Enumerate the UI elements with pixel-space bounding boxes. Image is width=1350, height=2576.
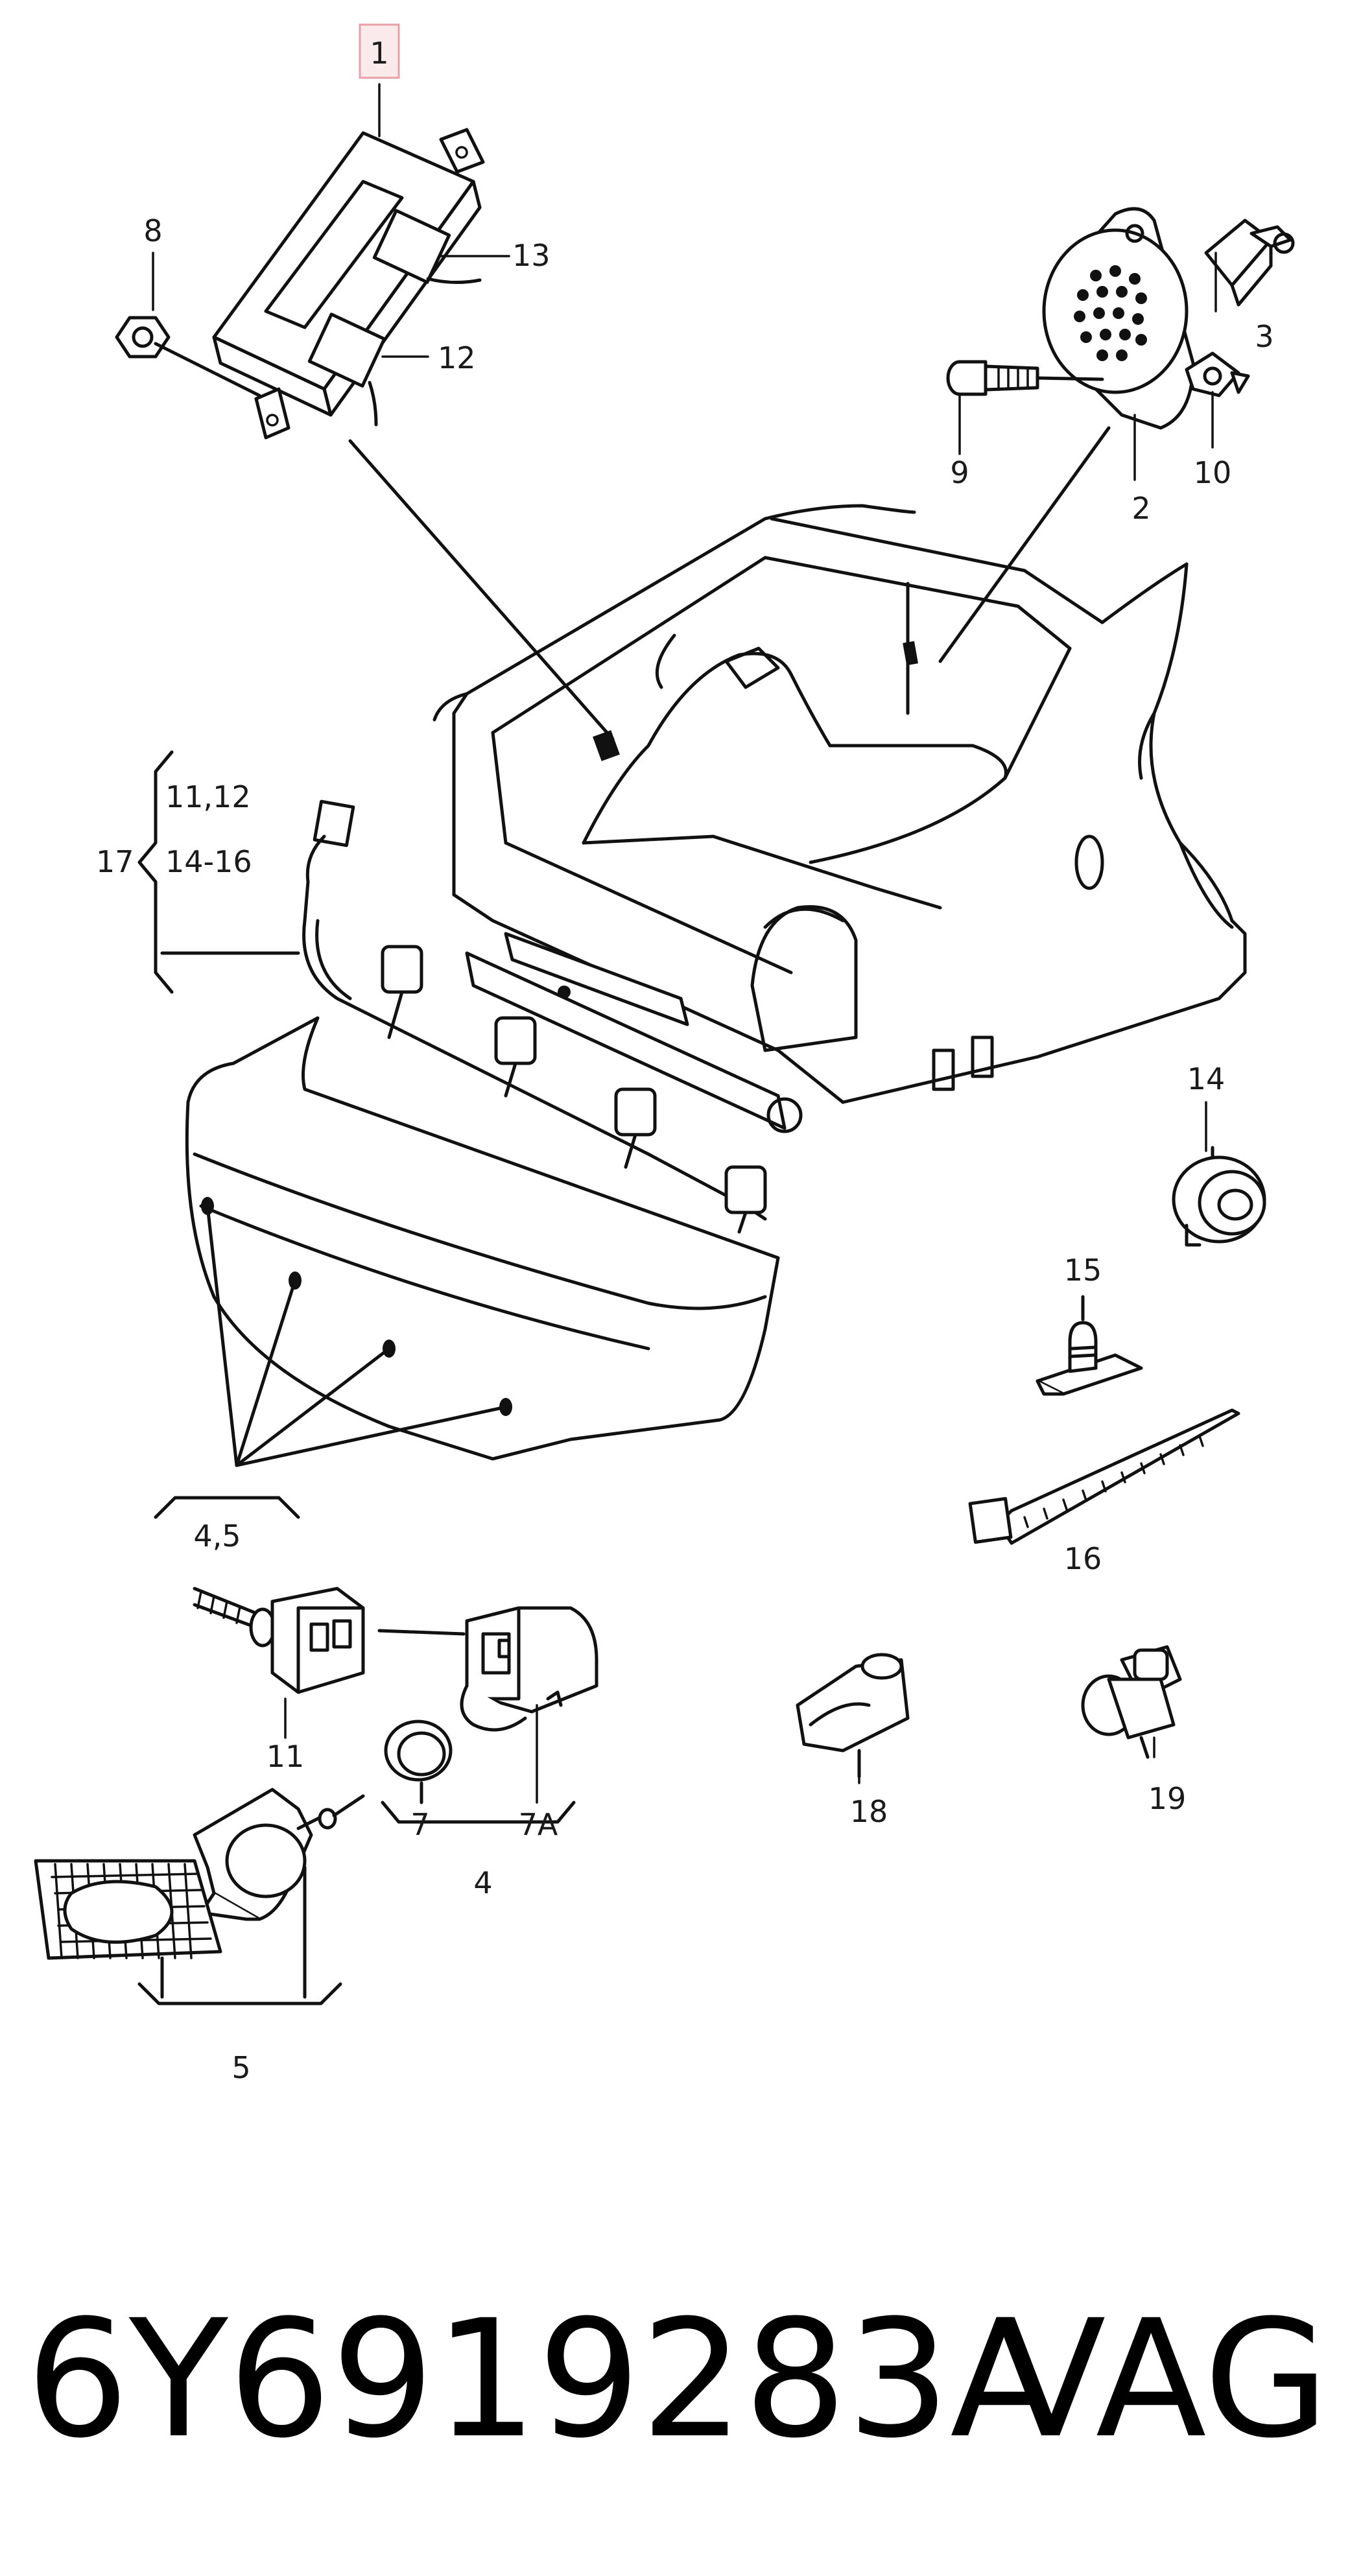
grommet-part-14 bbox=[1172, 1146, 1266, 1247]
wiring-harness-part-17 bbox=[302, 799, 767, 1234]
bolt-part-9 bbox=[946, 360, 1104, 396]
callout-14-16[interactable]: 14-16 bbox=[165, 844, 252, 879]
callout-3[interactable]: 3 bbox=[1255, 319, 1273, 354]
bracket-5 bbox=[137, 1982, 342, 2005]
rear-bumper bbox=[185, 1016, 780, 1467]
part-caption: 6Y6919283A VAG bbox=[26, 2282, 1329, 2477]
harness-connector-a bbox=[381, 945, 423, 1039]
callout-18[interactable]: 18 bbox=[850, 1794, 888, 1829]
callout-8[interactable]: 8 bbox=[143, 213, 162, 248]
callout-15[interactable]: 15 bbox=[1064, 1253, 1102, 1288]
callout-11-12[interactable]: 11,12 bbox=[165, 779, 251, 814]
buzzer-part-2 bbox=[938, 207, 1195, 663]
callout-4-5[interactable]: 4,5 bbox=[193, 1518, 241, 1554]
buzzer-grille bbox=[1074, 265, 1147, 361]
callout-11[interactable]: 11 bbox=[266, 1739, 305, 1774]
callout-1[interactable]: 1 bbox=[370, 36, 388, 71]
callout-9[interactable]: 9 bbox=[950, 455, 969, 490]
speed-nut-part-10 bbox=[1185, 351, 1250, 397]
callout-10[interactable]: 10 bbox=[1194, 455, 1232, 490]
callout-16[interactable]: 16 bbox=[1064, 1541, 1102, 1576]
bracket-4-5 bbox=[154, 1496, 300, 1519]
bracket-17 bbox=[137, 750, 174, 994]
housing-part-7a bbox=[377, 1606, 598, 1732]
connector-part-11 bbox=[193, 1587, 365, 1694]
highlight-box-part-1 bbox=[359, 23, 400, 79]
callout-7[interactable]: 7 bbox=[410, 1807, 429, 1842]
clip-part-18 bbox=[796, 1653, 910, 1778]
adhesive-pad-part-5 bbox=[34, 1859, 222, 1960]
car-body bbox=[348, 439, 1247, 1133]
callout-labels: 1 13 12 8 3 9 10 2 11,12 17 14-16 14 15 … bbox=[96, 36, 1274, 2085]
callout-14[interactable]: 14 bbox=[1187, 1061, 1226, 1096]
clip-part-19 bbox=[1081, 1645, 1182, 1759]
leader-lines bbox=[152, 83, 1217, 1804]
harness-connector-b bbox=[494, 1016, 537, 1098]
callout-2[interactable]: 2 bbox=[1131, 491, 1150, 526]
callout-17[interactable]: 17 bbox=[96, 844, 134, 879]
bracket-4 bbox=[381, 1801, 576, 1824]
cable-tie-part-16 bbox=[968, 1408, 1240, 1545]
callout-19[interactable]: 19 bbox=[1148, 1781, 1187, 1816]
clip-part-15 bbox=[1036, 1295, 1143, 1396]
sensor-holder-part-5 bbox=[193, 1788, 365, 1921]
control-unit-part-1 bbox=[212, 128, 485, 440]
brand-name: VAG bbox=[995, 2285, 1329, 2474]
callout-12[interactable]: 12 bbox=[438, 340, 476, 375]
harness-connector-d bbox=[724, 1165, 767, 1234]
nut-part-8 bbox=[115, 316, 261, 397]
harness-connector-c bbox=[614, 1087, 657, 1169]
part-number: 6Y6919283A bbox=[26, 2285, 1061, 2474]
callout-13[interactable]: 13 bbox=[512, 238, 551, 273]
clip-part-3 bbox=[1204, 219, 1295, 307]
callout-7a[interactable]: 7A bbox=[519, 1807, 558, 1842]
callout-4[interactable]: 4 bbox=[473, 1865, 492, 1900]
callout-5[interactable]: 5 bbox=[231, 2050, 250, 2085]
seal-ring-part-7 bbox=[384, 1719, 453, 1804]
